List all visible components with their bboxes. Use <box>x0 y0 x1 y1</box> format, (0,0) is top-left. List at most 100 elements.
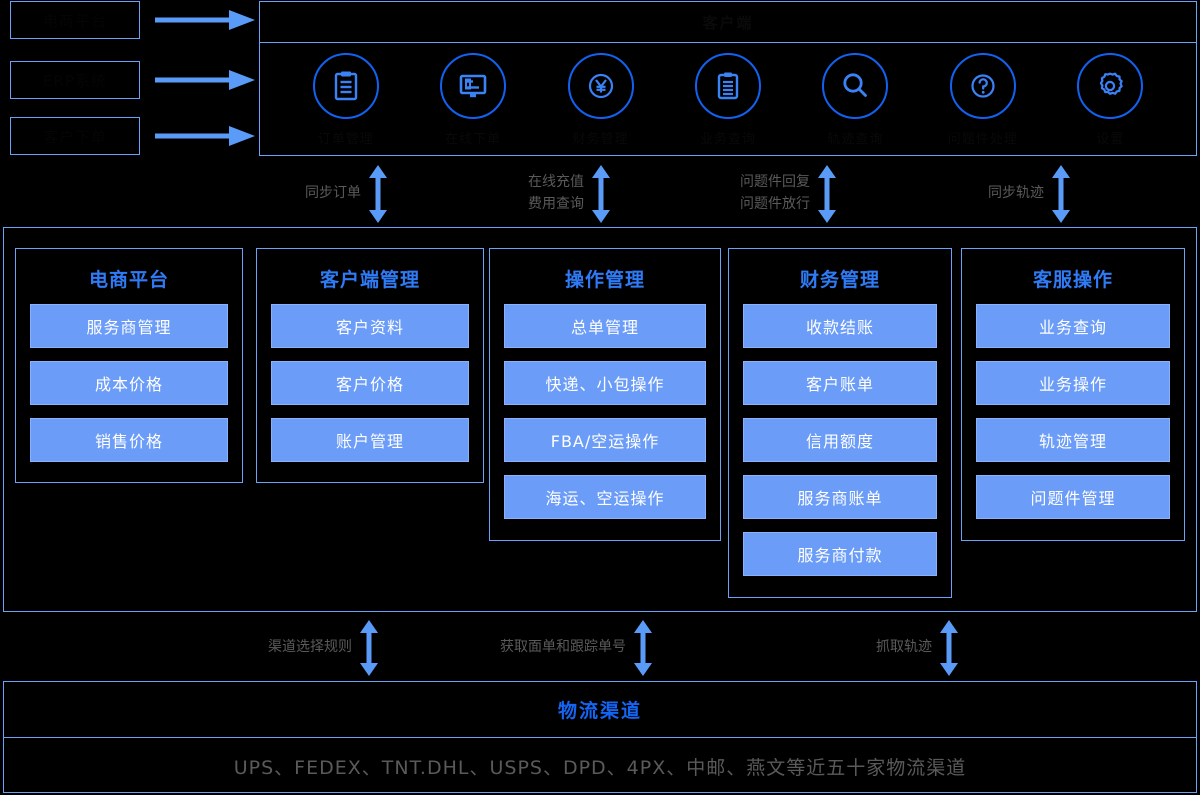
module-item[interactable]: 客户价格 <box>271 361 469 405</box>
arrow-source-3-to-client <box>155 124 255 148</box>
connector-waybill-tracking: 获取面单和跟踪单号 <box>500 620 654 676</box>
connector-recharge-fee-labels: 在线充值 费用查询 <box>528 172 584 215</box>
connector-waybill-tracking-labels: 获取面单和跟踪单号 <box>500 637 626 659</box>
module-item[interactable]: 客户账单 <box>743 361 937 405</box>
module-column-operations: 操作管理 总单管理 快递、小包操作 FBA/空运操作 海运、空运操作 <box>489 248 721 541</box>
arrow-right-icon <box>155 126 255 146</box>
source-box-2: ERP系统 <box>10 61 140 99</box>
client-icon-item-finance[interactable]: 财务管理 <box>547 52 655 147</box>
connector-sync-track-labels: 同步轨迹 <box>988 183 1044 205</box>
module-item[interactable]: 快递、小包操作 <box>504 361 706 405</box>
module-column-ecommerce: 电商平台 服务商管理 成本价格 销售价格 <box>15 248 243 483</box>
module-column-title: 电商平台 <box>88 269 169 291</box>
clipboard-icon <box>694 52 761 119</box>
yen-icon <box>567 52 634 119</box>
module-column-title: 财务管理 <box>799 269 880 291</box>
logistics-channel-panel: 物流渠道 UPS、FEDEX、TNT.DHL、USPS、DPD、4PX、中邮、燕… <box>3 681 1197 793</box>
module-item[interactable]: 信用额度 <box>743 418 937 462</box>
module-item[interactable]: 销售价格 <box>30 418 228 462</box>
connector-label: 获取面单和跟踪单号 <box>500 639 626 656</box>
client-icon-item-order[interactable]: 订单管理 <box>292 52 400 147</box>
connector-label: 费用查询 <box>528 196 584 212</box>
client-icon-label-order: 订单管理 <box>317 131 374 147</box>
module-item[interactable]: 海运、空运操作 <box>504 475 706 519</box>
client-icon-item-settings[interactable]: 设置 <box>1056 52 1164 147</box>
connector-fetch-track-labels: 抓取轨迹 <box>876 637 932 659</box>
module-item[interactable]: 轨迹管理 <box>976 418 1170 462</box>
module-item[interactable]: 收款结账 <box>743 304 937 348</box>
connector-channel-rule-labels: 渠道选择规则 <box>268 637 352 659</box>
question-icon <box>949 52 1016 119</box>
logistics-channel-list: UPS、FEDEX、TNT.DHL、USPS、DPD、4PX、中邮、燕文等近五十… <box>233 757 967 779</box>
client-icon-label-track-query: 轨迹查询 <box>827 131 884 147</box>
module-item[interactable]: 账户管理 <box>271 418 469 462</box>
client-icon-item-business-query[interactable]: 业务查询 <box>674 52 782 147</box>
client-panel: 客户端 订单管理 <box>259 1 1197 156</box>
source-box-3: 客户下单 <box>10 117 140 155</box>
double-arrow-vertical-icon <box>940 620 958 676</box>
connector-issue-handling: 问题件回复 问题件放行 <box>740 165 838 223</box>
source-box-1: 电商平台 <box>10 1 140 39</box>
client-icon-item-online-order[interactable]: 在线下单 <box>419 52 527 147</box>
double-arrow-vertical-icon <box>1052 165 1070 223</box>
client-icon-label-online-order: 在线下单 <box>445 131 502 147</box>
connector-issue-handling-labels: 问题件回复 问题件放行 <box>740 172 810 215</box>
module-item[interactable]: 总单管理 <box>504 304 706 348</box>
search-icon <box>822 52 889 119</box>
source-box-3-label: 客户下单 <box>42 127 107 146</box>
core-system-panel: 电商平台 服务商管理 成本价格 销售价格 客户端管理 客户资料 客户价格 账户管… <box>3 227 1197 612</box>
client-icon-label-business-query: 业务查询 <box>699 131 756 147</box>
client-icon-label-finance: 财务管理 <box>572 131 629 147</box>
connector-label: 渠道选择规则 <box>268 639 352 656</box>
client-icon-item-track-query[interactable]: 轨迹查询 <box>801 52 909 147</box>
module-item-list: 客户资料 客户价格 账户管理 <box>257 304 483 480</box>
client-icon-label-settings: 设置 <box>1096 131 1125 147</box>
client-icon-row: 订单管理 在线下单 <box>260 43 1196 156</box>
module-column-title: 操作管理 <box>564 269 645 291</box>
client-panel-title: 客户端 <box>260 2 1196 43</box>
connector-sync-order-labels: 同步订单 <box>305 183 361 205</box>
logistics-channel-title: 物流渠道 <box>4 682 1196 738</box>
module-item[interactable]: FBA/空运操作 <box>504 418 706 462</box>
double-arrow-vertical-icon <box>592 165 610 223</box>
module-column-title: 客服操作 <box>1032 269 1113 291</box>
connector-label: 同步订单 <box>305 185 361 202</box>
client-icon-item-issue[interactable]: 问题件处理 <box>929 52 1037 147</box>
module-column-client-management: 客户端管理 客户资料 客户价格 账户管理 <box>256 248 484 483</box>
module-item-list: 服务商管理 成本价格 销售价格 <box>16 304 242 480</box>
double-arrow-vertical-icon <box>360 620 378 676</box>
module-item[interactable]: 客户资料 <box>271 304 469 348</box>
module-item[interactable]: 业务操作 <box>976 361 1170 405</box>
connector-sync-track: 同步轨迹 <box>988 165 1072 223</box>
double-arrow-vertical-icon <box>369 165 387 223</box>
connector-label: 问题件回复 <box>740 174 810 191</box>
double-arrow-vertical-icon <box>634 620 652 676</box>
module-column-customer-service: 客服操作 业务查询 业务操作 轨迹管理 问题件管理 <box>961 248 1185 541</box>
module-item-list: 收款结账 客户账单 信用额度 服务商账单 服务商付款 <box>729 304 951 594</box>
module-item[interactable]: 问题件管理 <box>976 475 1170 519</box>
source-box-1-label: 电商平台 <box>42 11 107 30</box>
module-column-title: 客户端管理 <box>319 269 420 291</box>
connector-recharge-fee: 在线充值 费用查询 <box>528 165 612 223</box>
double-arrow-vertical-icon <box>818 165 836 223</box>
client-icon-label-issue: 问题件处理 <box>947 131 1018 147</box>
connector-channel-rule: 渠道选择规则 <box>268 620 380 676</box>
module-item[interactable]: 服务商账单 <box>743 475 937 519</box>
arrow-right-icon <box>155 10 255 30</box>
module-item[interactable]: 业务查询 <box>976 304 1170 348</box>
document-icon <box>312 52 379 119</box>
gear-icon <box>1077 52 1144 119</box>
connector-label: 同步轨迹 <box>988 185 1044 202</box>
connector-label: 在线充值 <box>528 174 584 191</box>
arrow-source-1-to-client <box>155 8 255 32</box>
arrow-source-2-to-client <box>155 68 255 92</box>
module-item-list: 业务查询 业务操作 轨迹管理 问题件管理 <box>962 304 1184 537</box>
monitor-icon <box>440 52 507 119</box>
module-item-list: 总单管理 快递、小包操作 FBA/空运操作 海运、空运操作 <box>490 304 720 537</box>
module-item[interactable]: 服务商管理 <box>30 304 228 348</box>
connector-fetch-track: 抓取轨迹 <box>876 620 960 676</box>
module-item[interactable]: 服务商付款 <box>743 532 937 576</box>
connector-label: 抓取轨迹 <box>876 639 932 656</box>
source-box-2-label: ERP系统 <box>43 71 107 90</box>
module-item[interactable]: 成本价格 <box>30 361 228 405</box>
